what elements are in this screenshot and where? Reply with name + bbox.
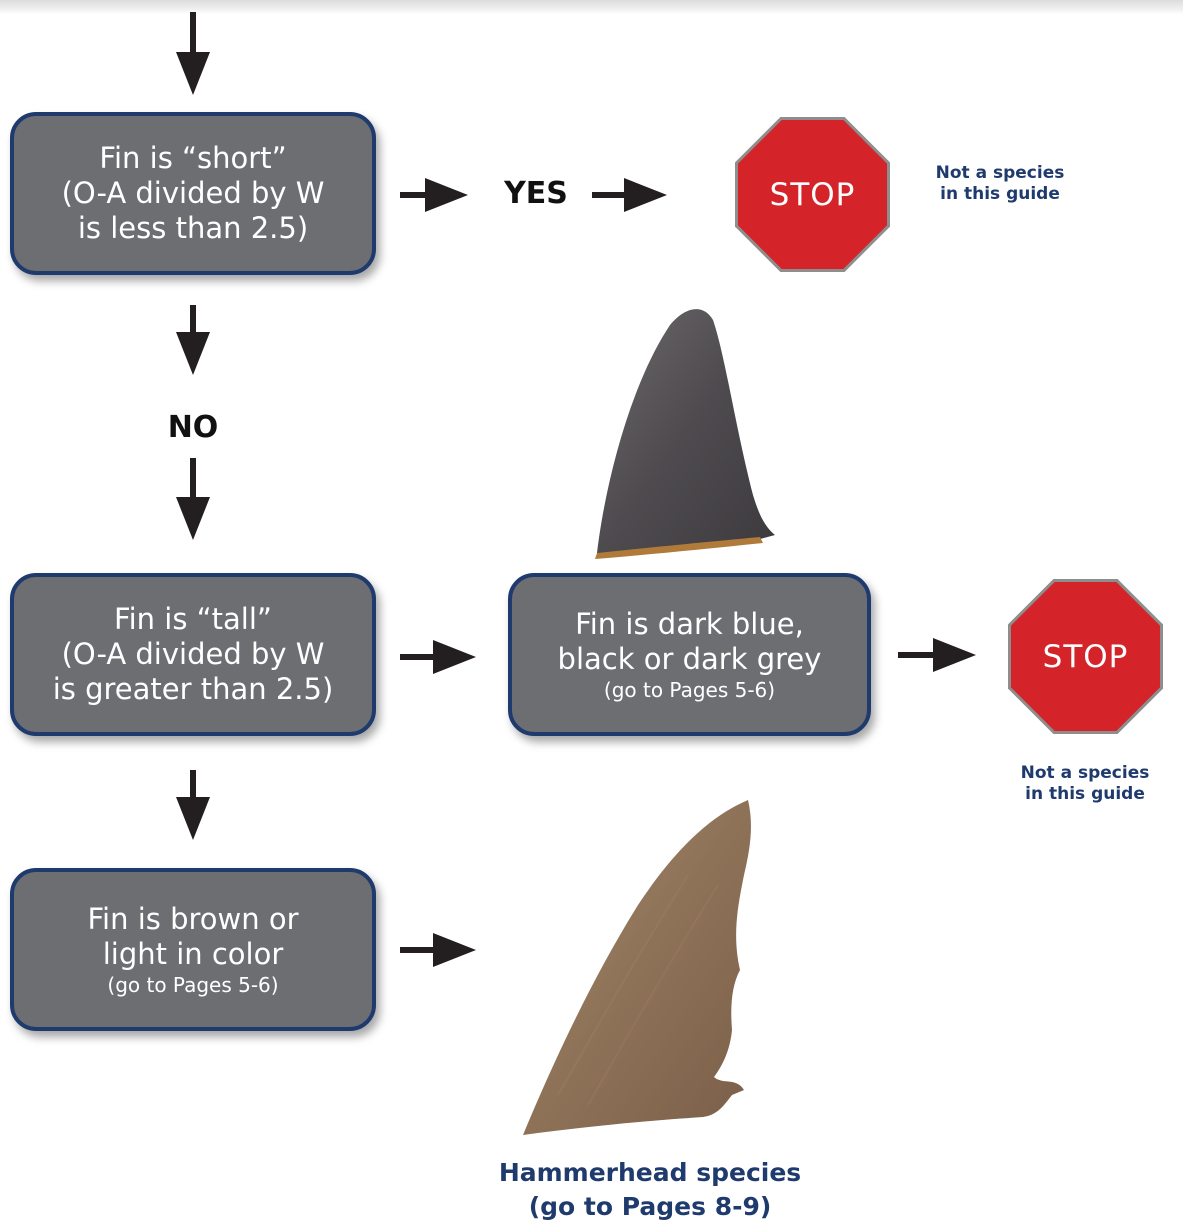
hammerhead-caption: Hammerhead species (go to Pages 8-9) — [440, 1156, 860, 1224]
box-short-line-3: is less than 2.5) — [77, 211, 309, 245]
stop-sign-1-text: STOP — [738, 120, 887, 269]
arrow-down-no — [176, 458, 210, 540]
label-yes: YES — [504, 176, 568, 211]
box-brown-line-1: Fin is brown or — [87, 901, 299, 936]
box-tall-line-2: (O-A divided by W — [61, 637, 325, 671]
box-fin-tall: Fin is “tall” (O-A divided by W is great… — [10, 573, 376, 736]
stop-note-2: Not a species in this guide — [1000, 763, 1170, 805]
arrow-right-dark-stop — [898, 638, 976, 672]
arrow-down-top — [176, 12, 210, 95]
stop-note-1: Not a species in this guide — [915, 163, 1085, 205]
arrow-right-yes-stop — [592, 178, 667, 212]
box-dark-line-2: black or dark grey — [557, 641, 822, 676]
arrow-down-short — [176, 305, 210, 375]
box-fin-brown: Fin is brown or light in color (go to Pa… — [10, 868, 376, 1031]
arrow-right-short-yes — [400, 178, 468, 212]
stop-note-1-line-2: in this guide — [940, 184, 1060, 204]
dark-fin-image — [595, 309, 775, 559]
label-no: NO — [167, 410, 219, 445]
box-tall-line-3: is greater than 2.5) — [52, 672, 334, 706]
box-tall-line-1: Fin is “tall” — [114, 602, 272, 636]
stop-note-2-line-1: Not a species — [1020, 763, 1150, 783]
box-brown-line-2: light in color — [102, 936, 284, 971]
box-dark-line-1: Fin is dark blue, — [575, 606, 804, 641]
hammerhead-caption-line-2: (go to Pages 8-9) — [528, 1192, 772, 1221]
stop-sign-1: STOP — [735, 117, 890, 272]
hammerhead-fin-image — [523, 800, 751, 1135]
stop-note-1-line-1: Not a species — [935, 163, 1065, 183]
stop-note-2-line-2: in this guide — [1025, 784, 1145, 804]
arrow-right-brown-fin — [400, 933, 476, 967]
hammerhead-caption-line-1: Hammerhead species — [498, 1158, 802, 1187]
box-fin-dark: Fin is dark blue, black or dark grey (go… — [508, 573, 871, 736]
box-dark-sub: (go to Pages 5-6) — [603, 677, 776, 702]
box-fin-short: Fin is “short” (O-A divided by W is less… — [10, 112, 376, 275]
box-short-line-1: Fin is “short” — [99, 141, 287, 175]
box-brown-sub: (go to Pages 5-6) — [107, 972, 279, 997]
arrow-down-tall — [176, 770, 210, 840]
stop-sign-2-text: STOP — [1011, 582, 1160, 731]
arrow-right-tall-dark — [400, 640, 476, 674]
top-bar — [0, 0, 1183, 14]
box-short-line-2: (O-A divided by W — [61, 176, 325, 210]
stop-sign-2: STOP — [1008, 579, 1163, 734]
